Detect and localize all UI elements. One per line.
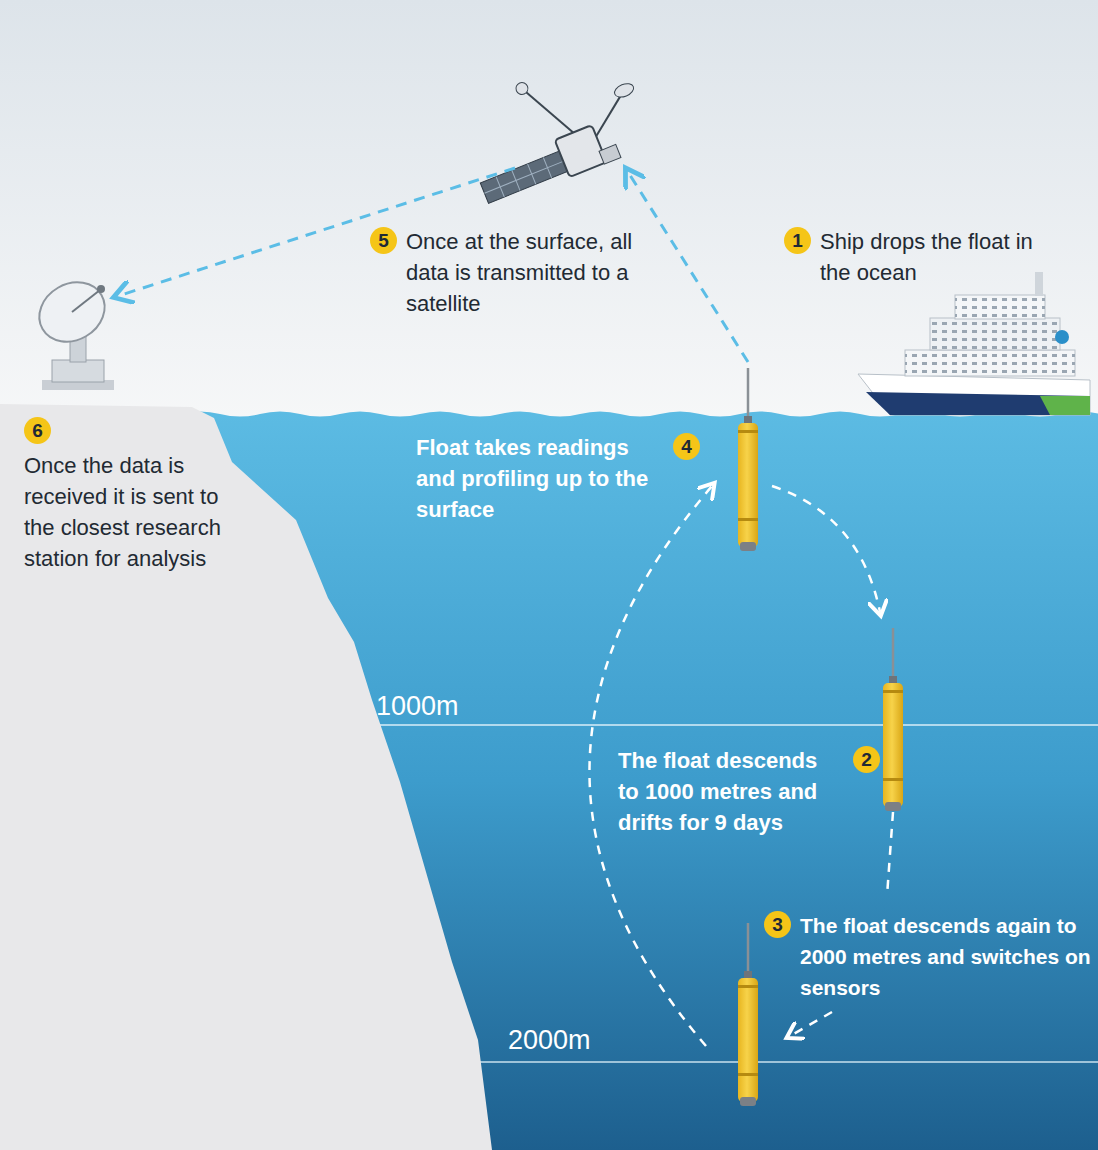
step-callout: 1 Ship drops the float in the ocean	[784, 226, 1038, 288]
satellite-part	[451, 44, 656, 210]
ground-dish-part	[72, 290, 100, 312]
ship-part	[930, 318, 1060, 350]
ground-dish-part	[52, 360, 104, 382]
depth-label: 2000m	[508, 1024, 591, 1056]
step-text: Once at the surface, all data is transmi…	[406, 226, 678, 319]
ship-part	[930, 318, 1060, 350]
argo-float-part	[883, 628, 903, 811]
depth-label: 1000m	[376, 690, 459, 722]
depth-lines	[360, 725, 1098, 1062]
step-text: Float takes readings and profiling up to…	[416, 432, 664, 525]
satellite-part-part	[484, 161, 563, 193]
step-callout: 4 Float takes readings and profiling up t…	[416, 432, 700, 525]
ship-part	[1035, 272, 1043, 296]
depth-lines-part	[470, 1061, 1098, 1063]
step-callout: 2 The float descends to 1000 metres and d…	[618, 745, 880, 838]
callout-number: 5	[370, 227, 397, 254]
transmission-arrows-part	[628, 172, 748, 362]
depth-lines-part	[360, 724, 1098, 726]
ground-dish-part	[97, 285, 105, 293]
sky	[0, 0, 1098, 420]
step-callout: 5 Once at the surface, all data is transm…	[370, 226, 678, 319]
ship	[858, 272, 1090, 415]
sky-part	[0, 0, 1098, 420]
ship-part	[905, 350, 1075, 376]
callout-number: 3	[764, 911, 791, 938]
step-text: Once the data is received it is sent to …	[24, 450, 236, 574]
satellite-part-part	[599, 144, 621, 164]
satellite-part-part	[613, 81, 636, 100]
callout-number: 1	[784, 227, 811, 254]
ship-part	[955, 295, 1045, 319]
step-callout: 3 The float descends again to 2000 metres…	[764, 910, 1092, 1003]
step-callout: 6Once the data is received it is sent to…	[24, 416, 236, 574]
step-text: Ship drops the float in the ocean	[820, 226, 1038, 288]
callout-number: 2	[853, 746, 880, 773]
satellite-part-part	[514, 81, 530, 97]
cycle-arrows-part	[772, 486, 880, 612]
cycle-arrows-part	[887, 812, 893, 896]
cycle-arrows-part	[790, 1012, 832, 1036]
ground-dish	[29, 271, 116, 390]
ship-part	[866, 392, 1090, 415]
satellite-part-part	[480, 151, 567, 203]
satellite	[451, 44, 656, 210]
step-text: The float descends to 1000 metres and dr…	[618, 745, 844, 838]
ship-part	[905, 350, 1075, 376]
ship-part	[1055, 330, 1069, 344]
callout-number: 6	[24, 417, 51, 444]
callout-number: 4	[673, 433, 700, 460]
transmission-arrows	[118, 168, 748, 362]
ship-part	[955, 295, 1045, 319]
satellite-part-part	[585, 93, 633, 136]
ship-part	[1040, 396, 1090, 415]
ship-part	[858, 374, 1090, 415]
satellite-part-part	[524, 79, 574, 144]
ground-dish-part	[29, 271, 116, 353]
step-text: The float descends again to 2000 metres …	[800, 910, 1092, 1003]
argo-float-part	[738, 923, 758, 1106]
argo-float-part	[738, 368, 758, 551]
